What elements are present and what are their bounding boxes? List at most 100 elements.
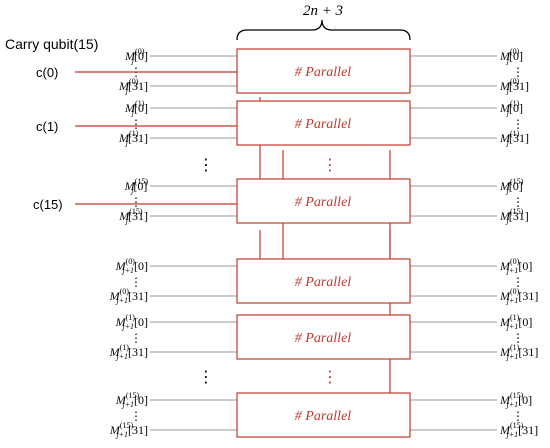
register-symbol: M [499, 131, 511, 145]
register-index: [0] [518, 393, 532, 407]
register-index: [31] [128, 423, 148, 437]
register-superscript: (15) [510, 421, 524, 430]
register-subscript: j [506, 108, 510, 117]
register-superscript: (0) [129, 77, 139, 86]
register-superscript: (1) [510, 343, 520, 352]
register-symbol: M [499, 393, 511, 407]
carry-input-label-1: c(1) [36, 119, 58, 134]
register-superscript: (15) [510, 391, 524, 400]
bottom-register-label: M(1)j+1[31] [499, 343, 538, 361]
register-index: [31] [128, 345, 148, 359]
register-symbol: M [499, 289, 511, 303]
top-register-label: M(1)j[0] [124, 99, 148, 117]
register-subscript: j [506, 56, 510, 65]
register-superscript: (15) [135, 177, 149, 186]
register-index: [0] [133, 179, 147, 193]
register-index: [31] [128, 209, 148, 223]
right-bit-ellipsis: ⋮ [512, 65, 524, 79]
register-index: [0] [509, 49, 523, 63]
carry-input-label-0: c(0) [36, 65, 58, 80]
register-subscript: j [125, 216, 129, 225]
left-bit-ellipsis: ⋮ [130, 117, 142, 131]
register-subscript: j [125, 138, 129, 147]
register-symbol: M [124, 49, 136, 63]
mid-ellipsis-2: ⋮ [322, 367, 338, 386]
register-superscript: (1) [120, 343, 130, 352]
register-symbol: M [109, 345, 121, 359]
register-superscript: (1) [510, 313, 520, 322]
register-subscript: j+1 [506, 400, 519, 409]
register-superscript: (0) [510, 257, 520, 266]
register-superscript: (0) [126, 257, 136, 266]
left-bit-ellipsis: ⋮ [130, 409, 142, 423]
register-index: [31] [509, 209, 529, 223]
register-subscript: j+1 [506, 322, 519, 331]
gate-count-label: 2n + 3 [303, 3, 343, 19]
right-bit-ellipsis: ⋮ [512, 331, 524, 345]
register-symbol: M [115, 259, 127, 273]
register-subscript: j+1 [121, 322, 134, 331]
mid-ellipsis-1: ⋮ [322, 155, 338, 174]
register-index: [0] [509, 101, 523, 115]
register-symbol: M [499, 345, 511, 359]
group-1: # Parallel⋮⋮M(1)j[0]M(1)j[31]M(1)j[0]M(1… [118, 99, 529, 147]
parallel-box-label: # Parallel [295, 117, 351, 132]
register-symbol: M [118, 79, 130, 93]
left-bit-ellipsis: ⋮ [130, 275, 142, 289]
register-superscript: (15) [510, 207, 524, 216]
register-subscript: j+1 [121, 400, 134, 409]
register-groups: # Parallel⋮⋮M(0)j[0]M(0)j[31]M(0)j[0]M(0… [109, 47, 539, 439]
register-superscript: (1) [126, 313, 136, 322]
register-symbol: M [118, 131, 130, 145]
top-register-label: M(0)j+1[0] [499, 257, 532, 275]
register-subscript: j [125, 86, 129, 95]
parallel-box [236, 178, 411, 224]
top-register-label: M(1)j+1[0] [499, 313, 532, 331]
register-symbol: M [499, 259, 511, 273]
register-index: [0] [134, 315, 148, 329]
register-index: [0] [518, 315, 532, 329]
bottom-register-label: M(0)j+1[31] [499, 287, 538, 305]
parallel-box-label: # Parallel [295, 65, 351, 80]
carry-inputs: c(0) c(1) c(15) [33, 65, 237, 212]
parallel-box [236, 392, 411, 438]
left-bit-ellipsis: ⋮ [130, 195, 142, 209]
register-symbol: M [499, 315, 511, 329]
register-index: [31] [128, 131, 148, 145]
parallel-box [236, 314, 411, 360]
top-register-label: M(0)j+1[0] [115, 257, 148, 275]
register-index: [0] [134, 259, 148, 273]
group-2: # Parallel⋮⋮M(15)j[0]M(15)j[31]M(15)j[0]… [118, 177, 529, 225]
register-superscript: (1) [135, 99, 145, 108]
register-subscript: j+1 [506, 352, 519, 361]
bottom-register-label: M(1)j[31] [499, 129, 529, 147]
register-index: [31] [518, 423, 538, 437]
right-bit-ellipsis: ⋮ [512, 117, 524, 131]
register-subscript: j+1 [506, 430, 519, 439]
register-symbol: M [499, 49, 511, 63]
group-0: # Parallel⋮⋮M(0)j[0]M(0)j[31]M(0)j[0]M(0… [118, 47, 529, 95]
register-symbol: M [118, 209, 130, 223]
register-subscript: j [506, 216, 510, 225]
register-subscript: j+1 [506, 296, 519, 305]
register-superscript: (15) [126, 391, 140, 400]
register-index: [31] [518, 289, 538, 303]
parallel-box-label: # Parallel [295, 275, 351, 290]
register-subscript: j+1 [115, 296, 128, 305]
register-symbol: M [124, 179, 136, 193]
register-superscript: (0) [135, 47, 145, 56]
top-register-label: M(1)j[0] [499, 99, 523, 117]
register-index: [31] [518, 345, 538, 359]
carry-qubit-title: Carry qubit(15) [5, 36, 98, 52]
top-register-label: M(0)j[0] [124, 47, 148, 65]
register-subscript: j+1 [115, 430, 128, 439]
bottom-register-label: M(1)j+1[31] [109, 343, 148, 361]
register-symbol: M [499, 209, 511, 223]
register-symbol: M [499, 101, 511, 115]
bottom-register-label: M(0)j[31] [118, 77, 148, 95]
parallel-box [236, 100, 411, 146]
register-subscript: j+1 [115, 352, 128, 361]
register-symbol: M [109, 289, 121, 303]
register-index: [0] [518, 259, 532, 273]
